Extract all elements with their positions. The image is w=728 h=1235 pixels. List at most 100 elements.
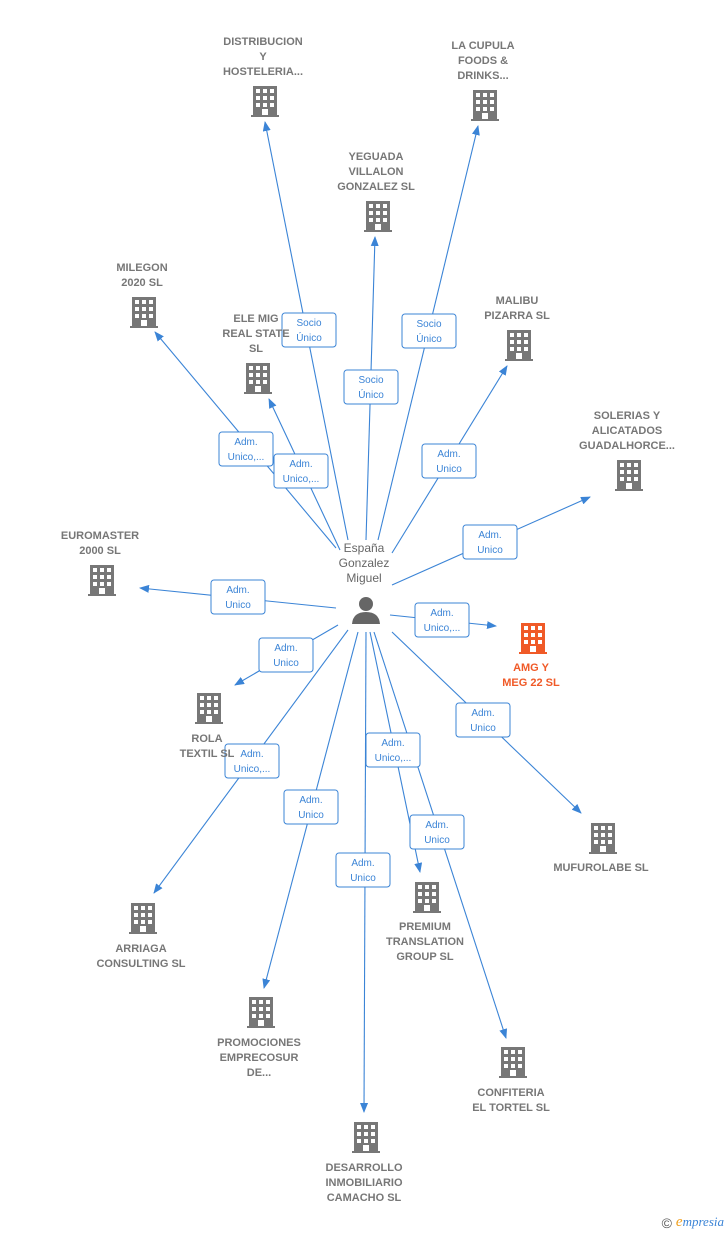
company-name[interactable]: DE... (247, 1067, 271, 1079)
company-node-premium[interactable]: PREMIUM TRANSLATION GROUP SL (386, 882, 464, 963)
company-node-rola[interactable]: ROLA TEXTIL SL (180, 693, 235, 760)
building-icon[interactable] (88, 565, 116, 596)
company-name[interactable]: VILLALON (349, 166, 404, 178)
building-icon[interactable] (130, 297, 158, 328)
building-icon[interactable] (505, 330, 533, 361)
company-name[interactable]: INMOBILIARIO (326, 1177, 403, 1189)
edge-label-box[interactable] (401, 313, 457, 349)
building-icon[interactable] (364, 201, 392, 232)
building-icon[interactable] (244, 363, 272, 394)
company-name[interactable]: ELE MIG (233, 313, 278, 325)
company-name[interactable]: GUADALHORCE... (579, 440, 675, 452)
edge-label-rola[interactable]: Adm.Unico (258, 637, 314, 673)
company-node-promociones[interactable]: PROMOCIONES EMPRECOSUR DE... (217, 997, 301, 1079)
edge-label-box[interactable] (455, 702, 511, 738)
edge-label-box[interactable] (224, 743, 280, 779)
edge-label-arriaga[interactable]: Adm.Unico,... (224, 743, 280, 779)
person-icon[interactable] (352, 597, 380, 624)
company-name[interactable]: GONZALEZ SL (337, 181, 415, 193)
edge-label-confiteria[interactable]: Adm.Unico (409, 814, 465, 850)
company-name[interactable]: TEXTIL SL (180, 748, 235, 760)
edge-label-desarrollo[interactable]: Adm.Unico (335, 852, 391, 888)
building-icon[interactable] (519, 623, 547, 654)
company-name[interactable]: DISTRIBUCION (223, 36, 303, 48)
company-name[interactable]: ARRIAGA (115, 943, 166, 955)
building-icon[interactable] (195, 693, 223, 724)
company-name[interactable]: PIZARRA SL (484, 310, 550, 322)
company-node-yeguada[interactable]: YEGUADA VILLALON GONZALEZ SL (337, 151, 415, 232)
building-icon[interactable] (251, 86, 279, 117)
edge-label-malibu[interactable]: Adm.Unico (421, 443, 477, 479)
company-name[interactable]: GROUP SL (396, 951, 454, 963)
edge-label-box[interactable] (210, 579, 266, 615)
company-name[interactable]: MILEGON (116, 262, 167, 274)
edge-label-box[interactable] (414, 602, 470, 638)
company-node-milegon[interactable]: MILEGON 2020 SL (116, 262, 168, 328)
company-node-arriaga[interactable]: ARRIAGA CONSULTING SL (96, 903, 186, 970)
company-node-confiteria[interactable]: CONFITERIA EL TORTEL SL (472, 1047, 550, 1114)
edge-label-box[interactable] (343, 369, 399, 405)
building-icon[interactable] (129, 903, 157, 934)
company-name[interactable]: PROMOCIONES (217, 1037, 301, 1049)
edge-label-box[interactable] (335, 852, 391, 888)
company-name[interactable]: PREMIUM (399, 921, 451, 933)
building-icon[interactable] (499, 1047, 527, 1078)
company-name[interactable]: CONSULTING SL (96, 958, 185, 970)
company-name[interactable]: EUROMASTER (61, 530, 139, 542)
company-name[interactable]: DESARROLLO (326, 1162, 403, 1174)
edge-label-mufurolabe[interactable]: Adm.Unico (455, 702, 511, 738)
building-icon[interactable] (589, 823, 617, 854)
company-name[interactable]: CAMACHO SL (327, 1192, 402, 1204)
building-icon[interactable] (247, 997, 275, 1028)
edge-label-premium[interactable]: Adm.Unico,... (365, 732, 421, 768)
company-name[interactable]: 2020 SL (121, 277, 163, 289)
empresia-logo[interactable]: empresia (675, 1214, 724, 1230)
company-name[interactable]: MUFUROLABE SL (553, 862, 649, 874)
company-name[interactable]: HOSTELERIA... (223, 66, 303, 78)
company-name[interactable]: LA CUPULA (451, 40, 514, 52)
company-node-solerias[interactable]: SOLERIAS YALICATADOSGUADALHORCE... (579, 410, 675, 491)
company-name[interactable]: CONFITERIA (477, 1087, 544, 1099)
company-node-euromaster[interactable]: EUROMASTER 2000 SL (61, 530, 139, 596)
edge-label-solerias[interactable]: Adm.Unico (462, 524, 518, 560)
edge-label-milegon[interactable]: Adm.Unico,... (218, 431, 274, 467)
person-name[interactable]: Miguel (346, 571, 381, 585)
edge-label-box[interactable] (365, 732, 421, 768)
company-name[interactable]: YEGUADA (348, 151, 403, 163)
company-name[interactable]: EMPRECOSUR (220, 1052, 299, 1064)
company-node-la-cupula[interactable]: LA CUPULA FOODS & DRINKS... (451, 40, 515, 121)
person-name[interactable]: Gonzalez (339, 556, 390, 570)
edge-label-box[interactable] (462, 524, 518, 560)
company-name[interactable]: FOODS & (458, 55, 508, 67)
edge-label-box[interactable] (409, 814, 465, 850)
edge-label-box[interactable] (258, 637, 314, 673)
edge-label-box[interactable] (421, 443, 477, 479)
company-name[interactable]: TRANSLATION (386, 936, 464, 948)
building-icon[interactable] (413, 882, 441, 913)
edge-label-box[interactable] (218, 431, 274, 467)
company-node-mufurolabe[interactable]: MUFUROLABE SL (553, 823, 649, 874)
company-name[interactable]: ALICATADOS (592, 425, 662, 437)
edge-label-promociones[interactable]: Adm.Unico (283, 789, 339, 825)
company-node-desarrollo[interactable]: DESARROLLO INMOBILIARIO CAMACHO SL (326, 1122, 403, 1204)
company-name[interactable]: MEG 22 SL (502, 677, 560, 689)
company-name[interactable]: ROLA (191, 733, 222, 745)
edge-label-box[interactable] (273, 453, 329, 489)
company-name[interactable]: 2000 SL (79, 545, 121, 557)
building-icon[interactable] (471, 90, 499, 121)
building-icon[interactable] (352, 1122, 380, 1153)
company-name[interactable]: Y (259, 51, 267, 63)
edge-label-euromaster[interactable]: Adm.Unico (210, 579, 266, 615)
company-name[interactable]: DRINKS... (457, 70, 508, 82)
company-name[interactable]: REAL STATE (222, 328, 289, 340)
person-name[interactable]: España (344, 541, 385, 555)
company-name[interactable]: EL TORTEL SL (472, 1102, 550, 1114)
building-icon[interactable] (615, 460, 643, 491)
